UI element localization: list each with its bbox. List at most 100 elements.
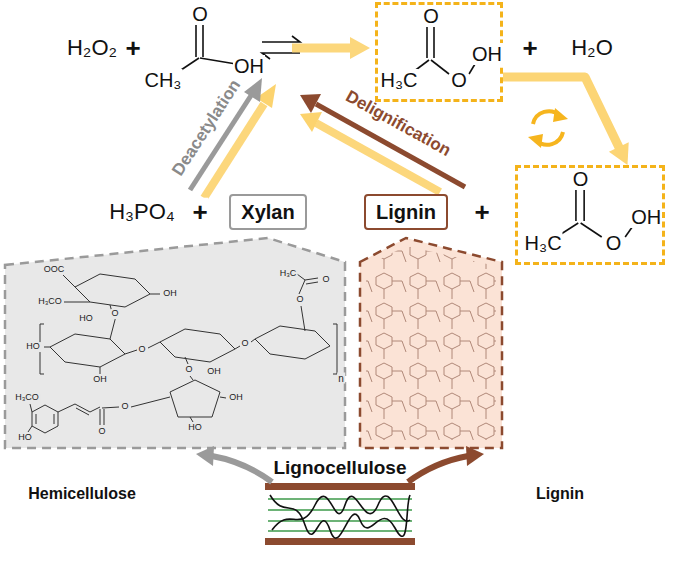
label-text: + [473,198,490,227]
label-text: H₃CO [37,297,63,307]
deacetylation-arrows [244,78,262,102]
xylan-structure [110,316,116,339]
xylan-structure [297,274,305,280]
xylan-structure [44,347,50,348]
hemicellulose-region [5,238,345,448]
origin-arrows [466,446,484,466]
label-text: H₃CO [14,393,40,403]
xylan-structure [30,404,32,412]
reaction-arrow [350,37,370,59]
label-text: CH₃ [143,69,182,91]
connector-line [503,77,620,149]
label-text: OH [233,55,265,77]
xylan-structure [160,329,235,362]
label-text: O [240,339,249,349]
xylan-structure [301,306,305,331]
xylan-structure [150,294,160,295]
label-text: + [521,34,538,63]
label-text: HO [187,423,203,433]
arrow-head [609,142,629,165]
label-text: O [191,3,209,25]
bond [575,190,577,221]
xylan-structure [333,324,337,374]
xylan-structure [36,414,37,424]
label-text: Lignocellulose [272,458,407,479]
bond [581,223,602,237]
component-box: Lignin [364,194,448,230]
bond [583,190,585,221]
label-text: OH [228,393,244,403]
label-text: H₂O [570,36,614,60]
xylan-structure [50,334,125,367]
label-text: O [184,365,193,375]
bond [431,60,449,74]
reaction-arrow [292,44,352,53]
label-text: Lignin [535,485,585,503]
bond [625,227,632,237]
equilibrium-arrows [262,36,300,42]
peracetic-acid-box: OH₃COOH [375,2,503,102]
label-text: O [321,275,330,285]
reaction-arrow [292,37,370,59]
box-text: Lignin [376,200,436,224]
label-text: H₂O₂ [66,36,118,60]
xylan-structure [306,282,318,284]
xylan-structure [190,376,193,380]
origin-arrows [196,446,484,482]
atom-label: O [450,69,468,91]
xylan-structure [28,274,337,433]
label-text: Deacetylation [169,77,245,180]
recycle-heads [553,108,568,122]
equilibrium-arrows [262,53,300,59]
label-text: O [295,295,304,305]
xylan-structure [90,407,100,412]
xylan-structure [190,417,193,422]
xylan-structure [185,357,188,364]
xylan-structure [100,367,101,374]
lignocellulose-fibre [265,483,415,490]
label-text: + [191,198,208,227]
component-box: Xylan [229,194,306,230]
xylan-structure [170,380,220,417]
peracetic-acid-box: OH₃COOH [515,165,665,265]
lignin-network [360,238,502,448]
lignocellulose-fibre [272,496,410,530]
label-text: + [124,34,141,63]
atom-label: O [605,232,623,254]
atom-label: H₃C [524,232,563,254]
origin-arrows [408,456,468,482]
reaction-connector [503,77,629,165]
label-text: OH [206,367,222,377]
label-text: HO [78,314,94,324]
label-text: O [120,402,129,412]
xylan-structure [32,405,58,433]
lignocellulose-fibre [265,538,415,545]
atom-label: O [572,168,590,190]
xylan-structure [299,280,305,294]
xylan-structure [75,404,90,412]
label-text: Delignification [342,87,453,160]
label-text: OH [92,375,108,385]
acetic-acid-bonds [200,58,236,64]
delignification-arrows [300,94,321,113]
bond [433,27,435,58]
xylan-structure [54,414,55,424]
label-text: OOC [43,265,66,275]
atom-label: OH [471,43,503,65]
acetic-acid-bonds [202,24,204,57]
xylan-structure [148,342,160,348]
delignification-arrows [300,112,322,132]
recycle-heads [528,134,543,148]
xylan-structure [235,346,240,349]
label-text: Hemicellulose [27,485,137,503]
xylan-structure [28,426,32,432]
bond [426,27,428,58]
label-text: n [337,373,345,384]
acetic-acid-bonds [178,24,236,72]
xylan-structure [58,404,75,412]
label-text: H₃C [279,269,298,279]
label-text: O [97,427,106,437]
